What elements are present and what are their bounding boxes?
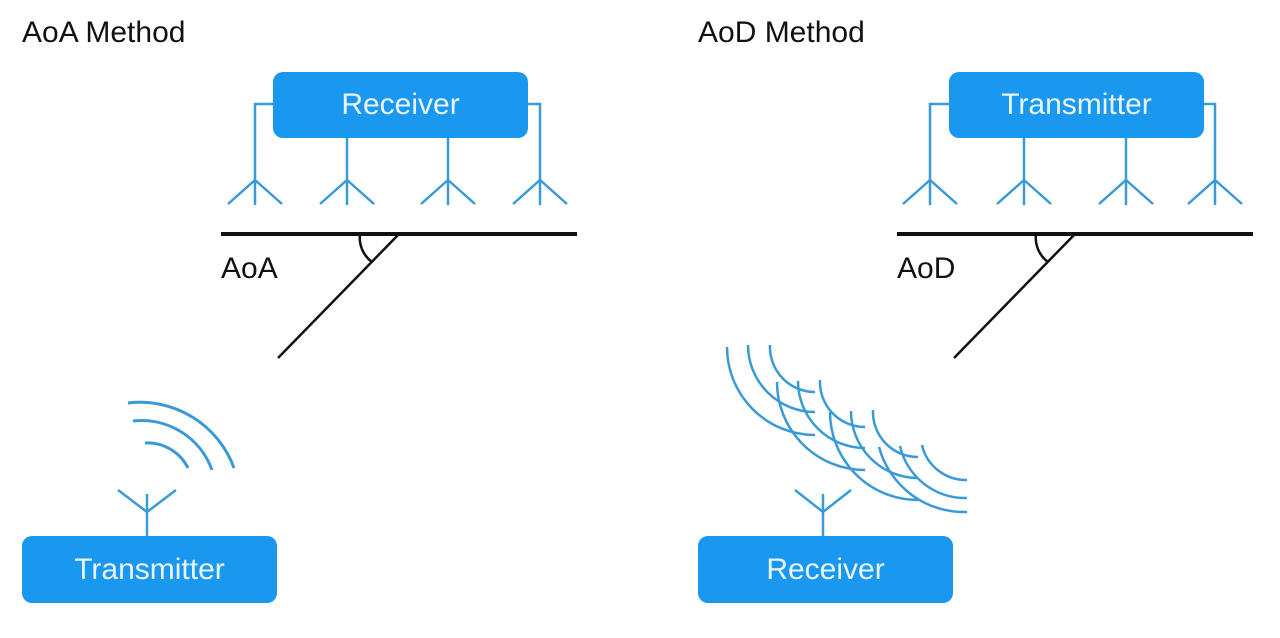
antenna-icon — [512, 179, 568, 205]
antenna-feed-line — [527, 102, 542, 205]
antenna-icon — [902, 179, 958, 205]
wavefront-group — [877, 444, 968, 514]
signal-waves-icon — [127, 400, 236, 471]
aoa-method-title: AoA Method — [22, 16, 186, 49]
wavefronts-icon — [725, 344, 968, 514]
aod-receiver-label: Receiver — [766, 552, 885, 586]
wavefront-group — [775, 379, 866, 472]
aoa-antenna-array — [227, 102, 568, 205]
departure-line — [953, 233, 1076, 359]
aod-angle-label: AoD — [897, 252, 956, 285]
wavefront-group — [725, 344, 816, 437]
aoa-transmitter-antenna — [117, 489, 177, 538]
aoa-receiver-label: Receiver — [341, 88, 460, 121]
antenna-icon — [319, 179, 375, 205]
aod-receiver-box: Receiver — [698, 536, 953, 603]
angle-arc — [358, 233, 373, 264]
aod-antenna-array — [902, 102, 1243, 205]
antenna-feed-line — [253, 102, 275, 205]
aoa-angle-label: AoA — [221, 252, 278, 285]
wavefront-group — [828, 409, 919, 502]
antenna-feed-line — [1203, 102, 1217, 205]
aod-transmitter-label: Transmitter — [1001, 88, 1152, 121]
aoa-angle-geometry — [221, 232, 577, 359]
antenna-icon — [996, 179, 1052, 205]
angle-arc — [1034, 233, 1049, 264]
incidence-line — [277, 233, 400, 359]
antenna-icon — [1187, 179, 1243, 205]
antenna-icon — [420, 179, 476, 205]
antenna-icon — [1098, 179, 1154, 205]
aod-transmitter-box: Transmitter — [949, 72, 1204, 138]
aoa-transmitter-box: Transmitter — [22, 536, 277, 603]
aod-method-title: AoD Method — [698, 16, 865, 49]
aod-receiver-antenna — [794, 489, 852, 538]
aod-angle-geometry — [897, 232, 1253, 359]
antenna-feed-line — [928, 102, 950, 205]
aoa-transmitter-label: Transmitter — [74, 552, 225, 586]
aoa-receiver-box: Receiver — [273, 72, 528, 138]
antenna-icon — [227, 179, 283, 205]
